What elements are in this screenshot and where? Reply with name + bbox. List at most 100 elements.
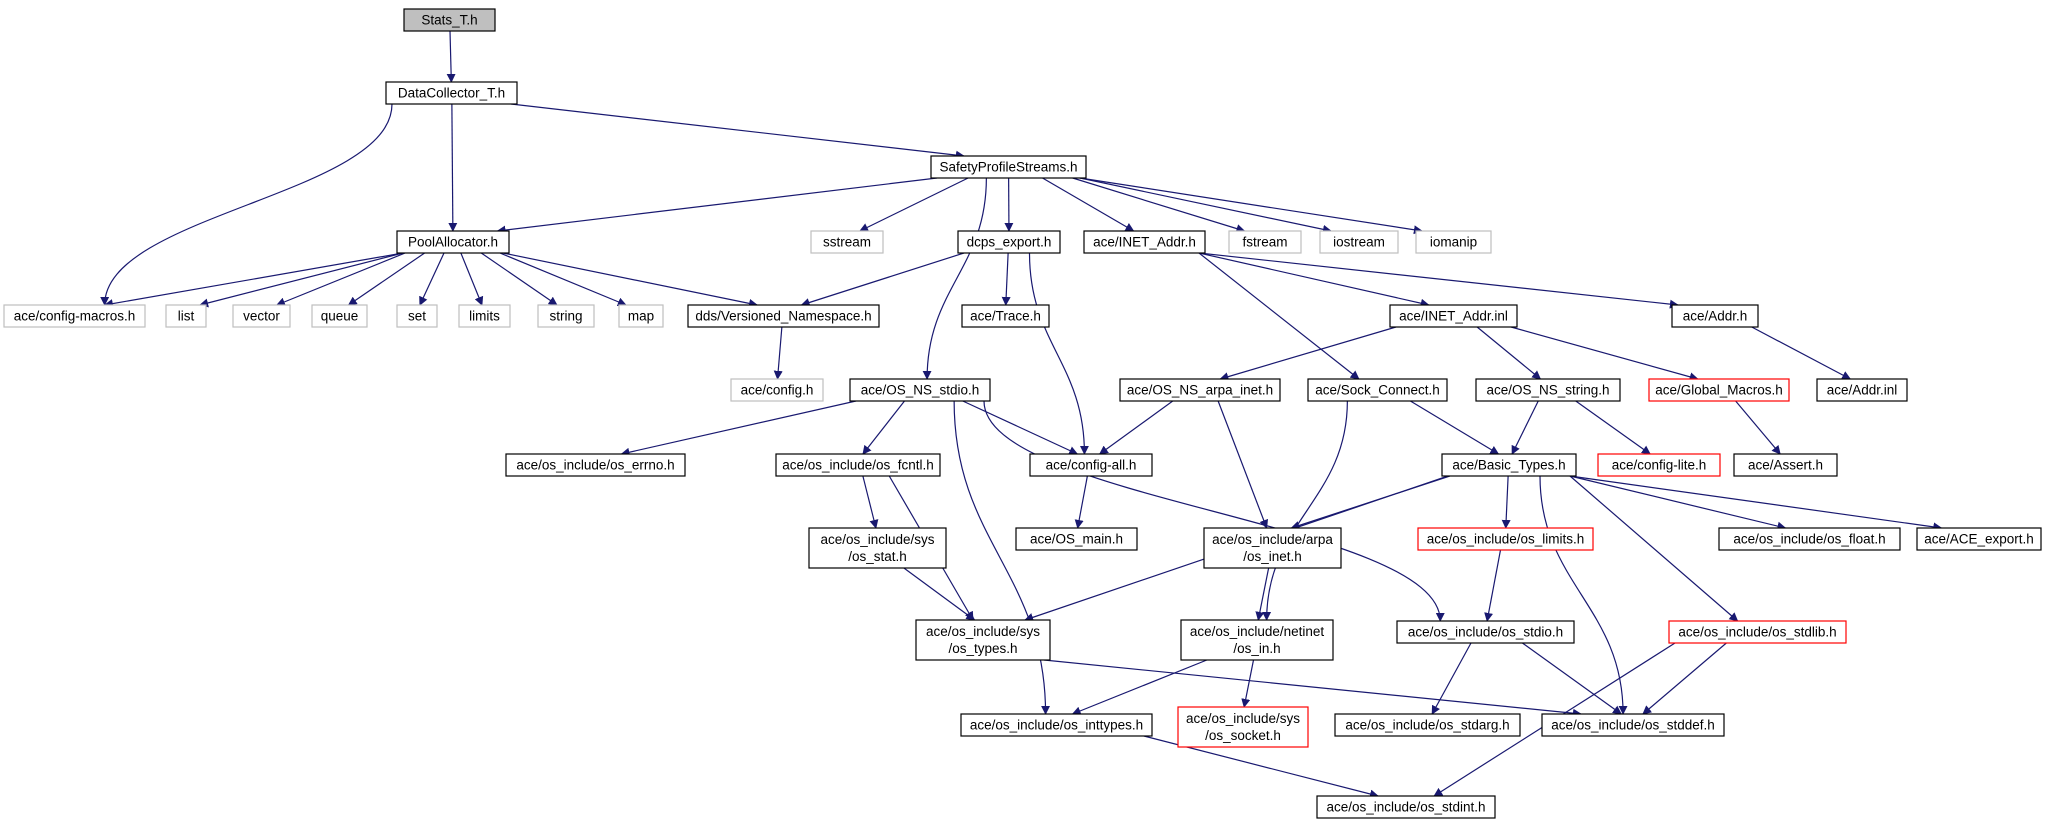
node-label-arpa-line2: /os_inet.h [1243, 549, 1302, 564]
node-label-netinet-line2: /os_in.h [1233, 641, 1280, 656]
edge-inetinl-to-globalmacros [1510, 326, 1699, 382]
node-fcntl[interactable]: ace/os_include/os_fcntl.h [775, 453, 941, 477]
node-versioned[interactable]: dds/Versioned_Namespace.h [687, 304, 880, 328]
edge-osstdio-to-errno [620, 400, 857, 457]
node-label-sysstat-line1: ace/os_include/sys [820, 532, 934, 547]
node-configmacros[interactable]: ace/config-macros.h [3, 304, 146, 328]
edge-stats-to-datacollector [446, 30, 456, 83]
node-osfloat[interactable]: ace/os_include/os_float.h [1718, 527, 1901, 551]
node-os_stdio[interactable]: ace/os_include/os_stdio.h [1396, 620, 1575, 644]
node-queue[interactable]: queue [311, 304, 368, 328]
node-assert[interactable]: ace/Assert.h [1733, 453, 1838, 477]
node-osstring[interactable]: ace/OS_NS_string.h [1475, 378, 1621, 402]
node-inetaddr[interactable]: ace/INET_Addr.h [1083, 230, 1206, 254]
node-box-iostream [1319, 230, 1399, 254]
node-label-sockconnect: ace/Sock_Connect.h [1315, 383, 1440, 398]
edge-stdlib-to-stddef [1642, 642, 1727, 715]
node-map[interactable]: map [618, 304, 664, 328]
node-stddef[interactable]: ace/os_include/os_stddef.h [1541, 713, 1725, 737]
node-syssocket[interactable]: ace/os_include/sys/os_socket.h [1177, 706, 1309, 748]
edge-pool-to-list [199, 252, 404, 308]
node-globalmacros[interactable]: ace/Global_Macros.h [1648, 378, 1790, 402]
node-string[interactable]: string [537, 304, 595, 328]
node-label-sstream: sstream [823, 235, 871, 250]
node-label-oslimits: ace/os_include/os_limits.h [1427, 532, 1585, 547]
node-systypes[interactable]: ace/os_include/sys/os_types.h [915, 619, 1051, 661]
node-oslimits[interactable]: ace/os_include/os_limits.h [1417, 527, 1594, 551]
edge-configall-to-osmain [1074, 475, 1088, 529]
node-stdarg[interactable]: ace/os_include/os_stdarg.h [1334, 713, 1521, 737]
node-label-queue: queue [321, 309, 359, 324]
node-box-assert [1733, 453, 1838, 477]
node-label-stdint: ace/os_include/os_stdint.h [1326, 800, 1485, 815]
node-iomanip[interactable]: iomanip [1415, 230, 1492, 254]
edge-osstdio-to-configall [962, 400, 1079, 455]
node-stdlib[interactable]: ace/os_include/os_stdlib.h [1668, 620, 1847, 644]
node-arpa[interactable]: ace/os_include/arpa/os_inet.h [1203, 527, 1342, 569]
edge-datacollector-to-safety [510, 103, 965, 160]
node-trace[interactable]: ace/Trace.h [961, 304, 1050, 328]
node-configlite[interactable]: ace/config-lite.h [1597, 453, 1721, 477]
node-errno[interactable]: ace/os_include/os_errno.h [505, 453, 686, 477]
node-box-configall [1029, 453, 1153, 477]
node-list[interactable]: list [165, 304, 207, 328]
node-label-stats: Stats_T.h [421, 13, 477, 28]
node-box-safety [930, 155, 1087, 179]
node-aceexport[interactable]: ace/ACE_export.h [1916, 527, 2042, 551]
node-box-configlite [1597, 453, 1721, 477]
node-box-trace [961, 304, 1050, 328]
node-limits[interactable]: limits [458, 304, 511, 328]
node-label-vector: vector [243, 309, 280, 324]
edge-inetaddr-to-addrh [1198, 252, 1679, 309]
node-addrh[interactable]: ace/Addr.h [1671, 304, 1759, 328]
node-set[interactable]: set [396, 304, 438, 328]
node-safety[interactable]: SafetyProfileStreams.h [930, 155, 1087, 179]
node-label-trace: ace/Trace.h [970, 309, 1041, 324]
node-box-vector [232, 304, 291, 328]
node-basictypes[interactable]: ace/Basic_Types.h [1441, 453, 1577, 477]
node-inttypes[interactable]: ace/os_include/os_inttypes.h [960, 713, 1153, 737]
node-dcps[interactable]: dcps_export.h [957, 230, 1061, 254]
node-netinet[interactable]: ace/os_include/netinet/os_in.h [1180, 619, 1334, 661]
node-sysstat[interactable]: ace/os_include/sys/os_stat.h [808, 527, 947, 569]
node-label-osmain: ace/OS_main.h [1030, 532, 1123, 547]
node-fstream[interactable]: fstream [1228, 230, 1302, 254]
edge-netinet-to-syssocket [1241, 659, 1255, 708]
node-box-basictypes [1441, 453, 1577, 477]
node-label-assert: ace/Assert.h [1748, 458, 1823, 473]
edge-arpainet-to-arpa [1217, 400, 1269, 529]
node-label-basictypes: ace/Basic_Types.h [1452, 458, 1565, 473]
node-inetinl[interactable]: ace/INET_Addr.inl [1389, 304, 1518, 328]
node-config[interactable]: ace/config.h [730, 378, 824, 402]
node-label-datacollector: DataCollector_T.h [398, 86, 505, 101]
node-datacollector[interactable]: DataCollector_T.h [385, 81, 518, 105]
node-label-osstring: ace/OS_NS_string.h [1486, 383, 1609, 398]
node-stdint[interactable]: ace/os_include/os_stdint.h [1316, 795, 1496, 819]
node-label-dcps: dcps_export.h [967, 235, 1052, 250]
node-configall[interactable]: ace/config-all.h [1029, 453, 1153, 477]
node-sockconnect[interactable]: ace/Sock_Connect.h [1307, 378, 1448, 402]
node-osmain[interactable]: ace/OS_main.h [1015, 527, 1138, 551]
edge-arpainet-to-configall [1098, 400, 1174, 455]
node-pool[interactable]: PoolAllocator.h [396, 230, 510, 254]
node-box-stddef [1541, 713, 1725, 737]
node-iostream[interactable]: iostream [1319, 230, 1399, 254]
node-box-inetinl [1389, 304, 1518, 328]
node-vector[interactable]: vector [232, 304, 291, 328]
node-arpainet[interactable]: ace/OS_NS_arpa_inet.h [1119, 378, 1281, 402]
node-box-string [537, 304, 595, 328]
node-box-configmacros [3, 304, 146, 328]
node-sstream[interactable]: sstream [810, 230, 884, 254]
node-addrinl[interactable]: ace/Addr.inl [1816, 378, 1908, 402]
node-label-versioned: dds/Versioned_Namespace.h [695, 309, 871, 324]
edge-safety-to-osstdio [922, 177, 987, 380]
node-osstdio[interactable]: ace/OS_NS_stdio.h [849, 378, 991, 402]
node-label-configlite: ace/config-lite.h [1612, 458, 1707, 473]
node-box-stats [403, 8, 496, 32]
edge-inetaddr-to-sockconnect [1198, 252, 1360, 380]
node-stats[interactable]: Stats_T.h [403, 8, 496, 32]
node-label-inetaddr: ace/INET_Addr.h [1093, 235, 1196, 250]
edge-basictypes-to-stdlib [1569, 475, 1739, 622]
edge-sockconnect-to-netinet [1262, 400, 1348, 621]
